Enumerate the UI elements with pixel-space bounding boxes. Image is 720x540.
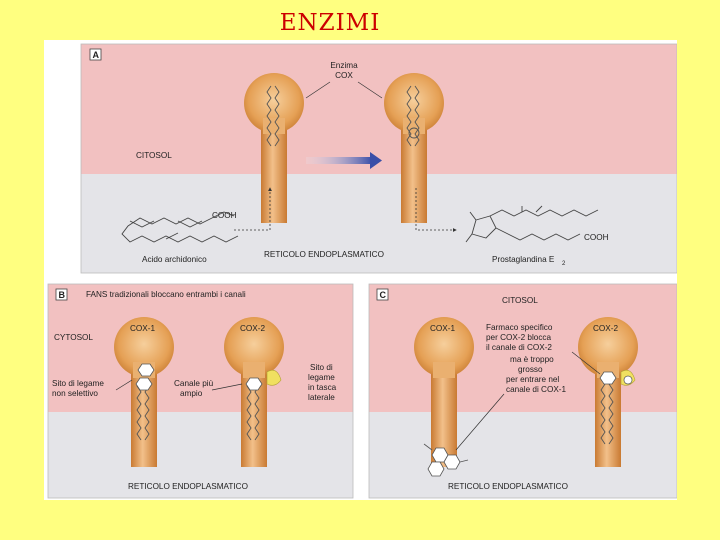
- canal-label-line2: ampio: [180, 389, 203, 398]
- panel-a-cytosol-label: CITOSOL: [136, 151, 172, 160]
- drug-note-line7: canale di COX-1: [506, 385, 567, 394]
- cox1-enzyme-b: [114, 317, 174, 467]
- panel-c-letter: C: [380, 290, 387, 300]
- substrate-cooh: COOH: [212, 211, 237, 220]
- substrate-label: Acido archidonico: [142, 255, 207, 264]
- panel-c-er-label: RETICOLO ENDOPLASMATICO: [448, 482, 568, 491]
- panel-c-er-region: [369, 412, 677, 498]
- drug-note-line3: il canale di COX-2: [486, 343, 552, 352]
- site-label-line2: non selettivo: [52, 389, 98, 398]
- panel-a: A Enzima COX CITOSOL CO: [80, 43, 678, 274]
- side-pocket-line2: legame: [308, 373, 335, 382]
- panel-a-er-region: [81, 174, 677, 273]
- cox2-enzyme-b: [224, 317, 284, 467]
- canal-label-line1: Canale più: [174, 379, 214, 388]
- enzyme-label-line2: COX: [335, 71, 353, 80]
- panel-b-header: FANS tradizionali bloccano entrambi i ca…: [86, 290, 246, 299]
- panel-b-er-label: RETICOLO ENDOPLASMATICO: [128, 482, 248, 491]
- product-exit-arrow: [415, 188, 457, 232]
- substrate-entry-arrow: [234, 187, 272, 231]
- panel-c: C CITOSOL COX-1 COX-2 Farmaco specifico …: [368, 283, 678, 499]
- panel-b-letter: B: [59, 290, 66, 300]
- product-cooh: COOH: [584, 233, 609, 242]
- panel-c-cytosol-label: CITOSOL: [502, 296, 538, 305]
- site-label-line1: Sito di legame: [52, 379, 104, 388]
- enzyme-label-line1: Enzima: [330, 61, 358, 70]
- panel-b: B FANS tradizionali bloccano entrambi i …: [47, 283, 354, 499]
- panel-a-letter: A: [93, 50, 100, 60]
- enzyme-pointer-right: [357, 81, 383, 99]
- cox2-label-b: COX-2: [240, 324, 265, 333]
- cox2-label-c: COX-2: [593, 324, 618, 333]
- figure-canvas: A Enzima COX CITOSOL CO: [47, 43, 678, 499]
- cox2-enzyme-c: [578, 317, 638, 467]
- side-pocket-line3: in tasca: [308, 383, 337, 392]
- product-label: Prostaglandina E: [492, 255, 555, 264]
- cox-figure: A Enzima COX CITOSOL CO: [44, 40, 678, 500]
- reaction-arrow-shaft: [306, 157, 372, 164]
- panel-a-cytosol-region: [81, 44, 677, 174]
- drug-note-line1: Farmaco specifico: [486, 323, 553, 332]
- slide-title: ENZIMI: [279, 10, 381, 36]
- reaction-arrow-head: [370, 152, 382, 169]
- cox1-label-b: COX-1: [130, 324, 155, 333]
- cox1-label-c: COX-1: [430, 324, 455, 333]
- side-pocket-line1: Sito di: [310, 363, 333, 372]
- cox-enzyme-a2: [384, 73, 444, 223]
- enzyme-pointer-left: [305, 81, 331, 99]
- panel-a-er-label: RETICOLO ENDOPLASMATICO: [264, 250, 384, 259]
- side-pocket-site: [266, 369, 282, 386]
- side-pocket-line4: laterale: [308, 393, 335, 402]
- panel-b-cytosol-label: CYTOSOL: [54, 333, 93, 342]
- arachidonic-acid-structure: [121, 211, 239, 243]
- panel-b-er-region: [48, 412, 353, 498]
- panel-b-cytosol-region: [48, 284, 353, 412]
- drug-note-line2: per COX-2 blocca: [486, 333, 552, 342]
- prostaglandin-structure: [465, 205, 599, 243]
- drug-note-line5: grosso: [518, 365, 543, 374]
- drug-note-line6: per entrare nel: [506, 375, 559, 384]
- product-subscript: 2: [562, 261, 566, 267]
- selective-drug-molecule: [423, 443, 469, 477]
- drug-note-line4: ma è troppo: [510, 355, 554, 364]
